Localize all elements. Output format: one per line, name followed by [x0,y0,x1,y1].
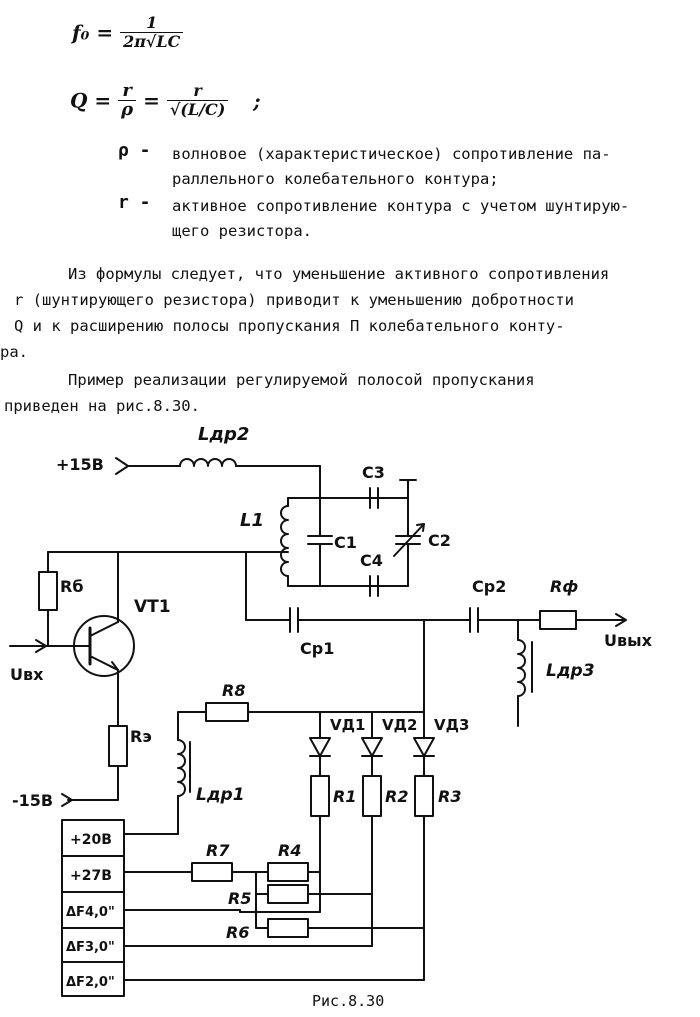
definition-rho-line2: раллельного колебательного контура; [172,170,499,188]
formula-f0-fraction: 1 2π√LC [120,14,184,51]
label-rf: Rф [550,577,578,596]
formula-f0-denominator: 2π√LC [123,32,181,51]
paragraph-line-3: Q и к расширению полосы пропускания П ко… [14,317,565,335]
formula-q-den2: √(L/C) [169,100,226,119]
paragraph-line-6: приведен на рис.8.30. [4,397,200,415]
label-vt1: VT1 [134,597,171,617]
resistor-r1 [310,775,330,817]
label-re: Rэ [130,727,152,746]
label-cp2: Cр2 [472,577,506,596]
definition-rho-symbol: ρ - [118,140,151,161]
diode-vd1 [309,737,331,777]
label-c4: C4 [360,551,383,570]
formula-q-fraction-1: r ρ [118,82,137,120]
inductor-ldr2 [179,458,237,467]
label-df4: ΔF4,0" [66,905,115,920]
resistor-r5 [267,884,309,904]
label-c1: C1 [334,533,357,552]
definition-r-symbol: r - [118,192,151,213]
diode-vd3 [413,737,435,777]
inductor-ldr1 [177,739,191,797]
label-r2: R2 [385,787,408,806]
definition-rho-line1: волновое (характеристическое) сопротивле… [172,145,611,163]
diode-vd2 [361,737,383,777]
paragraph-line-2: r (шунтирующего резистора) приводит к ум… [14,291,574,309]
formula-q-tail: ; [253,88,261,113]
label-c3: C3 [362,463,385,482]
label-df3: ΔF3,0" [66,940,115,955]
capacitor-c2 [393,497,425,587]
resistor-r7 [191,862,233,882]
label-minus15: -15В [12,791,53,810]
label-plus20: +20В [70,832,112,848]
resistor-r2 [362,775,382,817]
capacitor-c3 [369,487,379,509]
label-uout: Uвых [604,631,653,650]
formula-q: Q = r ρ = r √(L/C) ; [70,82,261,119]
label-r1: R1 [333,787,356,806]
formula-f0-numerator: 1 [120,14,184,33]
label-uin: Uвх [10,665,44,684]
inductor-l1 [280,505,289,577]
label-vd2: VД2 [382,716,417,734]
formula-f0: f₀ = 1 2π√LC [72,14,184,51]
figure-caption: Рис.8.30 [312,992,385,1010]
label-ldr3: Lдр3 [546,661,595,681]
resistor-r6 [267,918,309,938]
paragraph-line-5: Пример реализации регулируемой полосой п… [68,371,535,389]
label-df2: ΔF2,0" [66,975,115,990]
label-r5: R5 [228,889,251,908]
label-l1: L1 [240,510,264,531]
paragraph-line-1: Из формулы следует, что уменьшение актив… [68,265,610,283]
resistor-r3 [414,775,434,817]
resistor-rf [539,610,577,630]
formula-f0-lhs: f₀ = [72,20,114,45]
resistor-r4 [267,862,309,882]
label-plus15: +15В [56,455,104,474]
formula-q-num2: r [166,82,229,101]
transistor-vt1 [73,551,135,691]
capacitor-cp1 [289,607,299,633]
formula-q-num1: r [118,82,137,101]
formula-q-equals: = [143,88,160,113]
resistor-re [108,725,128,767]
label-plus27: +27В [70,868,112,884]
label-rb: Rб [60,577,84,596]
formula-q-fraction-2: r √(L/C) [166,82,229,119]
label-r7: R7 [206,841,230,860]
capacitor-c4 [369,575,379,597]
label-vd1: VД1 [330,716,365,734]
capacitor-cp2 [469,607,479,633]
definition-r-line1: активное сопротивление контура с учетом … [172,197,630,215]
label-r4: R4 [278,841,301,860]
control-block [61,819,125,997]
inductor-ldr3 [517,639,533,697]
plus15-terminal [115,457,181,475]
label-r6: R6 [226,923,249,942]
label-cp1: Cр1 [300,639,334,658]
output-arrow [615,613,627,627]
resistor-rb [38,571,58,611]
label-r8: R8 [222,681,245,700]
resistor-r8 [205,702,249,722]
label-ldr1: Lдр1 [196,785,245,805]
label-r3: R3 [438,787,461,806]
label-ldr2: Lдр2 [198,424,249,445]
paragraph-line-4: ра. [0,343,28,361]
label-vd3: VД3 [434,716,469,734]
minus15-terminal [61,793,73,807]
formula-q-lhs: Q = [70,88,112,113]
definition-r-line2: щего резистора. [172,222,312,240]
label-c2: C2 [428,531,451,550]
formula-q-den1: ρ [121,99,134,120]
capacitor-c1 [307,497,333,587]
